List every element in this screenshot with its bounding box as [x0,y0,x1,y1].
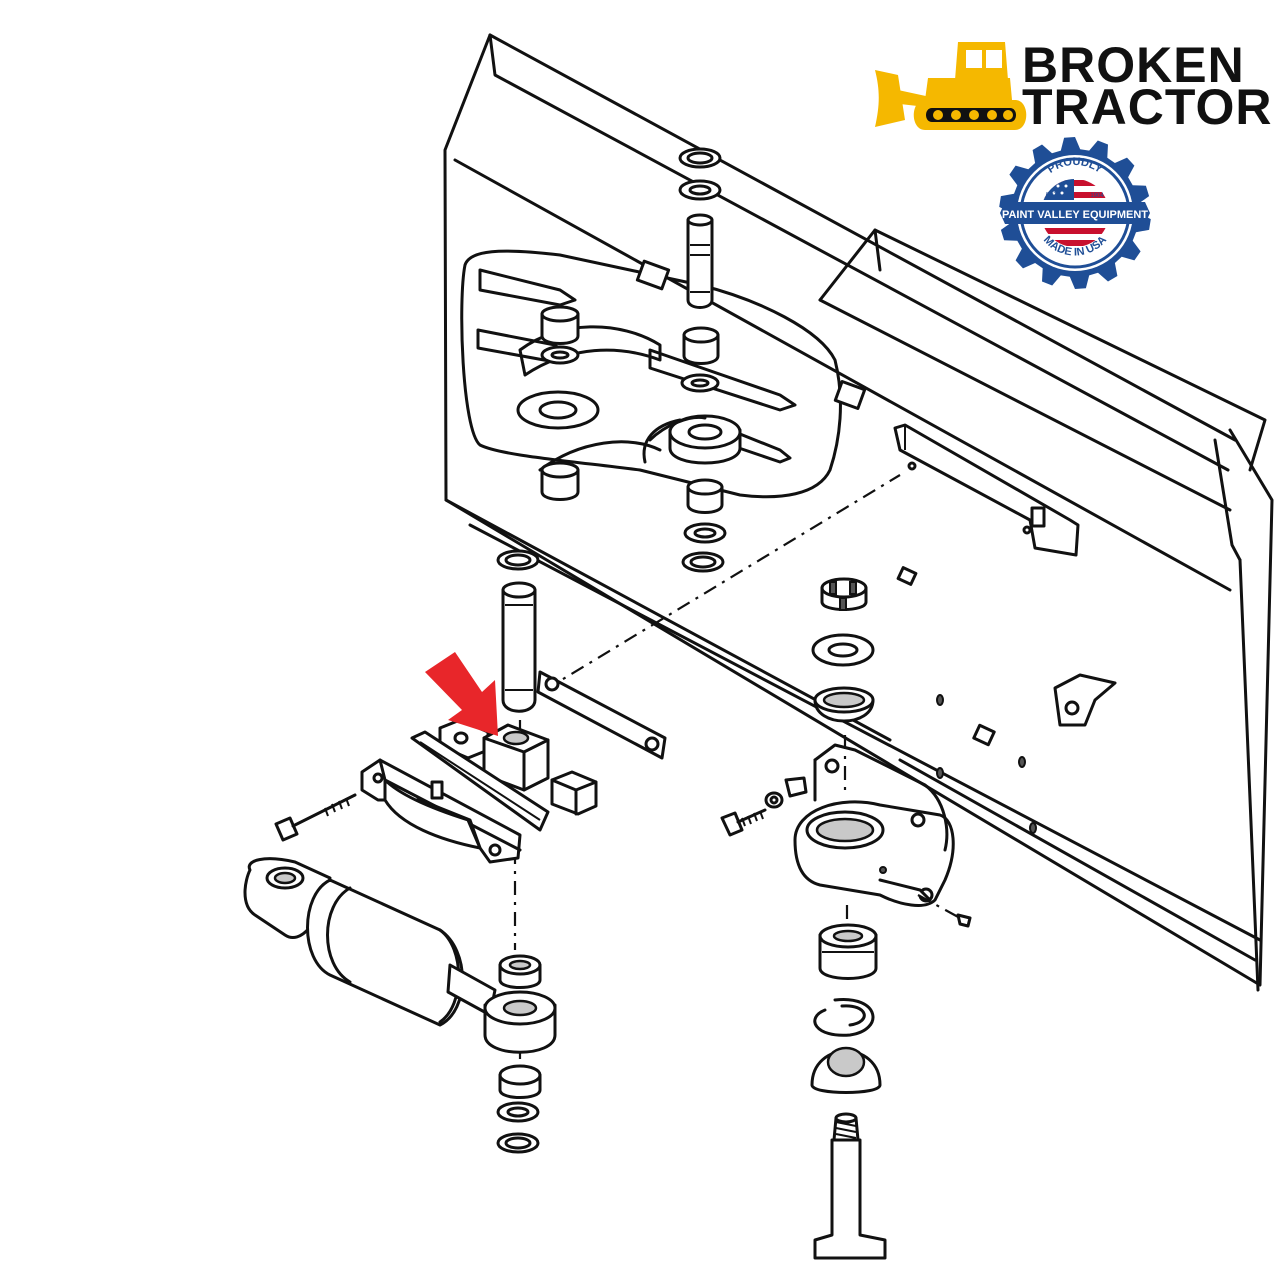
brand-line-2: TRACTOR [1022,79,1273,135]
blade-bracket-right [893,423,1080,557]
left-cylinder-assembly [243,474,901,1154]
pivot-plate [460,249,867,499]
seal-year: 1904 [1090,193,1104,199]
broken-tractor-logo: BROKEN TRACTOR [875,37,1273,135]
hardware-small [896,566,1117,834]
made-in-usa-seal: PAINT VALLEY EQUIPMENT PROUDLY MADE IN U… [999,137,1151,289]
left-upper-bushings [516,305,600,501]
red-arrow-icon [425,652,498,736]
center-pivot-stack [642,326,742,573]
upper-pin-stack [678,147,722,309]
blade [443,33,1274,992]
brand-line-1: BROKEN [1022,37,1245,93]
right-kingpin-assembly [720,577,972,1260]
seal-band-text: PAINT VALLEY EQUIPMENT [1002,209,1148,221]
seal-est: EST. [1046,193,1059,199]
bulldozer-icon [875,42,1027,130]
